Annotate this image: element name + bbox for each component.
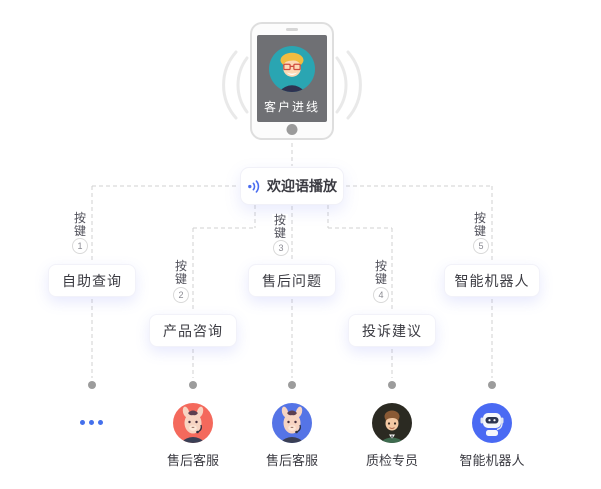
key-label-2: 按键 — [173, 259, 189, 286]
robot-agent-avatar — [472, 403, 512, 443]
dashed-wires — [91, 143, 493, 378]
key-label-5: 按键 — [472, 211, 488, 238]
sound-wave-icon — [222, 50, 362, 120]
more-agents-ellipsis-icon — [80, 420, 103, 425]
menu-node-complaint: 投诉建议 — [348, 314, 436, 347]
key-number-5: 5 — [473, 238, 489, 254]
audio-wave-icon — [248, 179, 260, 193]
phone-screen-label: 客户进线 — [263, 100, 320, 114]
alpaca-agent-avatar — [272, 403, 312, 443]
key-label-4: 按键 — [373, 259, 389, 286]
alpaca-agent-avatar — [173, 403, 213, 443]
key-number-3: 3 — [273, 240, 289, 256]
agent-label: 售后客服 — [166, 453, 219, 468]
alpaca-face-icon — [180, 406, 206, 443]
agent-label: 质检专员 — [365, 453, 418, 468]
customer-face-icon — [278, 52, 306, 92]
agent-label: 售后客服 — [265, 453, 318, 468]
key-label-3: 按键 — [272, 213, 288, 240]
menu-node-aftersales-issue: 售后问题 — [248, 264, 336, 297]
menu-node-robot: 智能机器人 — [444, 264, 540, 297]
key-number-1: 1 — [72, 238, 88, 254]
endpoint-dots — [88, 381, 496, 389]
inspector-agent-avatar — [372, 403, 412, 443]
phone-speaker — [286, 28, 298, 31]
menu-node-product-consult: 产品咨询 — [149, 314, 237, 347]
phone-home-button — [286, 124, 298, 135]
phone-screen: 客户进线 — [257, 35, 327, 122]
phone: 客户进线 — [250, 22, 334, 140]
agent-label: 智能机器人 — [459, 453, 525, 468]
welcome-node-label: 欢迎语播放 — [267, 178, 337, 194]
customer-avatar — [269, 46, 315, 92]
alpaca-face-icon — [279, 406, 305, 443]
menu-node-self-service: 自助查询 — [48, 264, 136, 297]
key-label-1: 按键 — [72, 211, 88, 238]
key-number-4: 4 — [373, 287, 389, 303]
inspector-face-icon — [379, 410, 405, 443]
key-number-2: 2 — [173, 287, 189, 303]
robot-face-icon — [480, 413, 504, 436]
welcome-node: 欢迎语播放 — [240, 167, 344, 205]
